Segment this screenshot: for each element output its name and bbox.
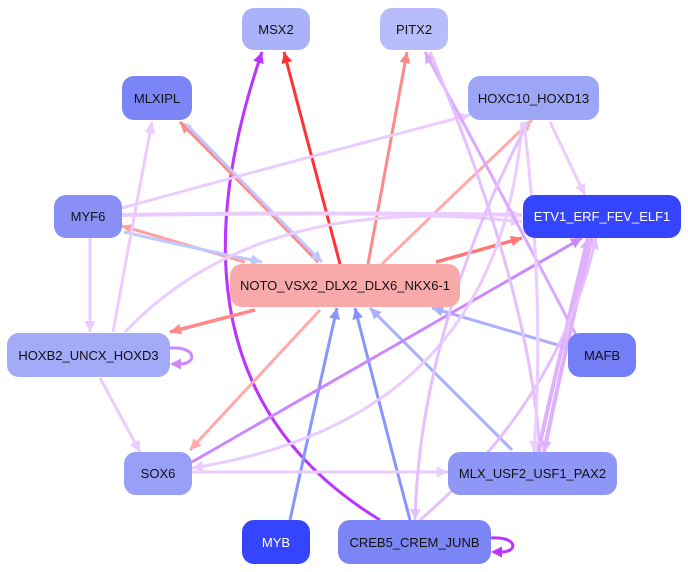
edge-myf6-to-hoxc10 bbox=[121, 113, 471, 210]
edge-myf6-to-etv1 bbox=[121, 211, 523, 217]
arrowhead-hoxb2 bbox=[170, 358, 181, 370]
edge-noto-to-pitx2 bbox=[366, 51, 409, 265]
edge-hoxb2-to-mlxipl bbox=[111, 121, 154, 333]
arrowhead-noto bbox=[432, 305, 445, 317]
node-myb[interactable]: MYB bbox=[242, 520, 310, 564]
edge-noto-to-hoxc10 bbox=[380, 118, 534, 266]
node-myf6[interactable]: MYF6 bbox=[54, 195, 122, 238]
edge-mlxipl-to-noto bbox=[184, 122, 324, 264]
node-etv1-erf-fev-elf1[interactable]: ETV1_ERF_FEV_ELF1 bbox=[523, 195, 681, 238]
arrowhead-msx2 bbox=[281, 52, 293, 65]
arrowhead-noto bbox=[370, 308, 382, 320]
arrowhead-mlx bbox=[540, 440, 552, 452]
arrowhead-mlxipl bbox=[144, 122, 156, 134]
arrowhead-etv1 bbox=[509, 235, 522, 247]
edge-hoxc10-to-sox6 bbox=[191, 121, 524, 470]
arrowhead-sox6 bbox=[190, 438, 202, 450]
edge-hoxc10-to-mlx bbox=[522, 121, 540, 453]
arrowhead-creb5 bbox=[409, 508, 421, 520]
arrowhead-noto bbox=[352, 308, 364, 321]
edge-noto-to-hoxb2 bbox=[169, 308, 256, 334]
arrowhead-pitx2 bbox=[399, 52, 411, 64]
node-mlxipl[interactable]: MLXIPL bbox=[122, 76, 192, 120]
edge-myf6-to-noto bbox=[123, 230, 263, 264]
arrowhead-pitx2 bbox=[425, 52, 436, 65]
edge-hoxc10-to-etv1 bbox=[548, 121, 587, 196]
edge-noto-to-sox6 bbox=[188, 308, 322, 452]
edge-noto-to-myf6 bbox=[121, 224, 246, 264]
edge-mafb-to-noto bbox=[431, 306, 569, 350]
node-pitx2[interactable]: PITX2 bbox=[380, 8, 448, 50]
edge-hoxc10-to-creb5 bbox=[413, 121, 530, 521]
node-hoxc10-hoxd13[interactable]: HOXC10_HOXD13 bbox=[468, 76, 599, 120]
edge-sox6-to-etv1 bbox=[191, 236, 583, 464]
arrowhead-noto bbox=[329, 308, 340, 320]
edge-etv1-to-mlx bbox=[542, 237, 594, 453]
arrowhead-sox6 bbox=[129, 439, 140, 452]
edge-noto-to-mlxipl bbox=[178, 120, 320, 264]
edge-noto-to-etv1 bbox=[435, 236, 523, 264]
edge-hoxb2-to-sox6 bbox=[98, 377, 142, 453]
arrowhead-mlx bbox=[529, 440, 541, 452]
node-hoxb2-uncx-hoxd3[interactable]: HOXB2_UNCX_HOXD3 bbox=[7, 333, 170, 377]
edge-creb5-to-msx2 bbox=[223, 51, 381, 522]
arrowhead-creb5 bbox=[491, 546, 502, 558]
arrowhead-etv1 bbox=[569, 238, 582, 249]
edge-mlx-to-etv1 bbox=[536, 237, 590, 453]
node-mlx-usf2-usf1-pax2[interactable]: MLX_USF2_USF1_PAX2 bbox=[448, 452, 617, 495]
node-sox6[interactable]: SOX6 bbox=[124, 452, 192, 495]
arrowhead-noto bbox=[310, 250, 322, 262]
arrowhead-etv1 bbox=[575, 182, 586, 195]
arrowhead-etv1 bbox=[588, 238, 599, 250]
node-noto-vsx2-dlx2-dlx6-nkx6-1[interactable]: NOTO_VSX2_DLX2_DLX6_NKX6-1 bbox=[230, 264, 460, 307]
arrowhead-hoxb2 bbox=[170, 323, 183, 335]
edge-creb5-to-creb5 bbox=[490, 536, 515, 554]
edge-myb-to-noto bbox=[288, 307, 339, 521]
arrowhead-mlx bbox=[437, 466, 448, 478]
edge-creb5-to-noto bbox=[353, 307, 412, 521]
edge-hoxb2-to-hoxb2 bbox=[169, 346, 194, 366]
arrowhead-hoxb2 bbox=[84, 321, 96, 332]
node-mafb[interactable]: MAFB bbox=[568, 333, 636, 377]
arrowhead-sox6 bbox=[192, 460, 204, 472]
node-creb5-crem-junb[interactable]: CREB5_CREM_JUNB bbox=[338, 520, 491, 564]
arrowhead-msx2 bbox=[253, 52, 264, 65]
edge-mlx-to-noto bbox=[368, 306, 514, 452]
edge-hoxb2-to-etv1 bbox=[123, 214, 523, 334]
arrowhead-noto bbox=[250, 254, 262, 266]
node-msx2[interactable]: MSX2 bbox=[242, 8, 310, 50]
